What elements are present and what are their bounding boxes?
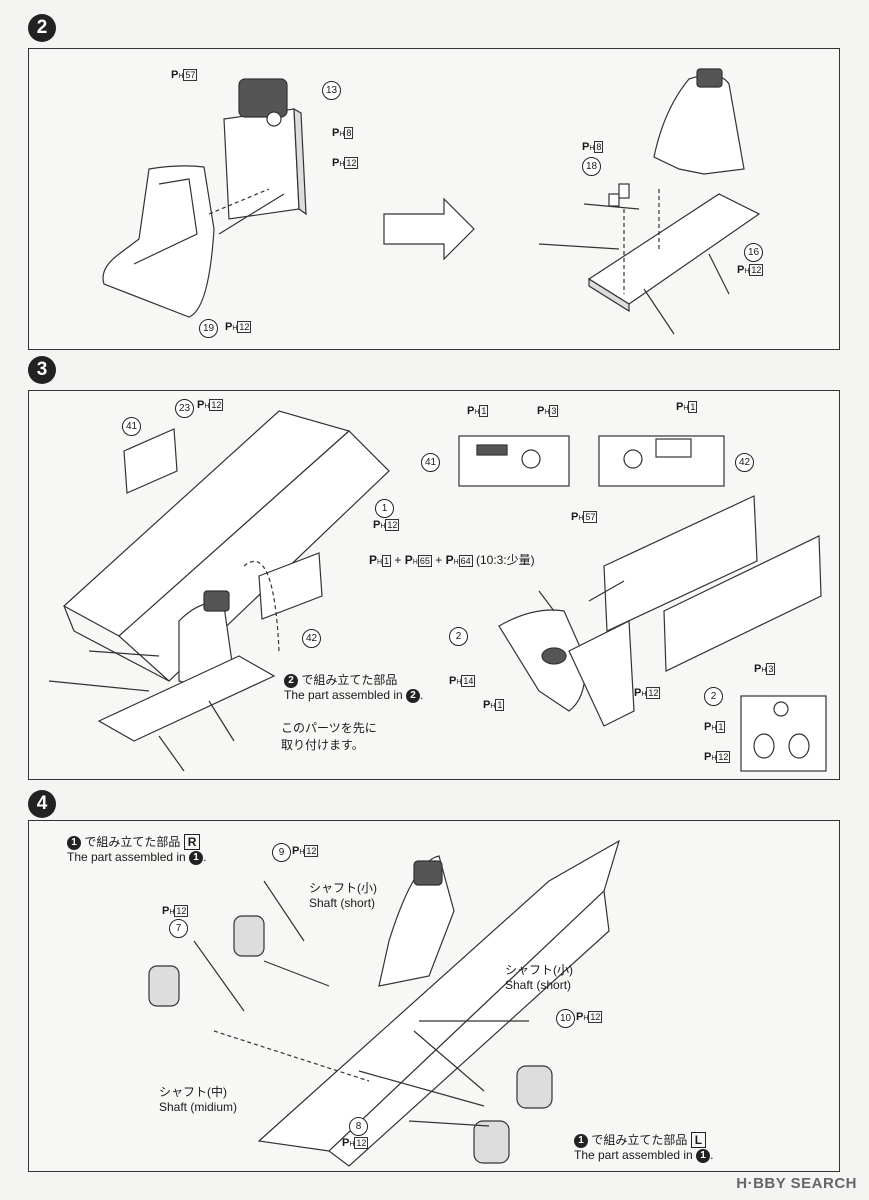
side-r-label: R <box>183 834 201 850</box>
watermark-logo: H·BBY SEARCH <box>736 1175 857 1192</box>
part-callout-23: 23 <box>175 399 194 418</box>
part-callout-16: 16 <box>744 243 763 262</box>
part-callout-42: 42 <box>302 629 321 648</box>
shaft-short-label: シャフト(小)Shaft (short) <box>309 881 377 910</box>
assembled-part-note: 2 で組み立てた部品 The part assembled in 2. <box>284 673 424 703</box>
part-callout-2-inset: 2 <box>704 687 723 706</box>
step-2-badge: 2 <box>28 14 56 42</box>
attach-first-note: このパーツを先に 取り付けます。 <box>281 721 377 752</box>
part-callout-19: 19 <box>199 319 218 338</box>
step-3-drawing <box>48 410 827 772</box>
part-callout-18: 18 <box>582 157 601 176</box>
part-callout-13: 13 <box>322 81 341 100</box>
shaft-short-label-right: シャフト(小)Shaft (short) <box>505 963 573 992</box>
step-4-drawing <box>148 839 621 1167</box>
step-3-badge: 3 <box>28 356 56 384</box>
shaft-mid-label: シャフト(中)Shaft (midium) <box>159 1085 238 1114</box>
step-4-badge: 4 <box>28 790 56 818</box>
part-callout-9: 9 <box>272 843 291 862</box>
part-callout-2: 2 <box>449 627 468 646</box>
part-callout-8: 8 <box>349 1117 368 1136</box>
part-callout-10: 10 <box>556 1009 575 1028</box>
part-callout-7: 7 <box>169 919 188 938</box>
part-callout-42-detail: 42 <box>735 453 754 472</box>
side-l-label: L <box>690 1132 707 1148</box>
step-2-drawing <box>102 68 761 335</box>
part-callout-41: 41 <box>122 417 141 436</box>
assembled-part-r-note: 1 で組み立てた部品 R The part assembled in 1. <box>67 834 207 865</box>
part-callout-41-detail: 41 <box>421 453 440 472</box>
part-callout-1: 1 <box>375 499 394 518</box>
assembled-part-l-note: 1 で組み立てた部品 L The part assembled in 1. <box>574 1132 714 1163</box>
